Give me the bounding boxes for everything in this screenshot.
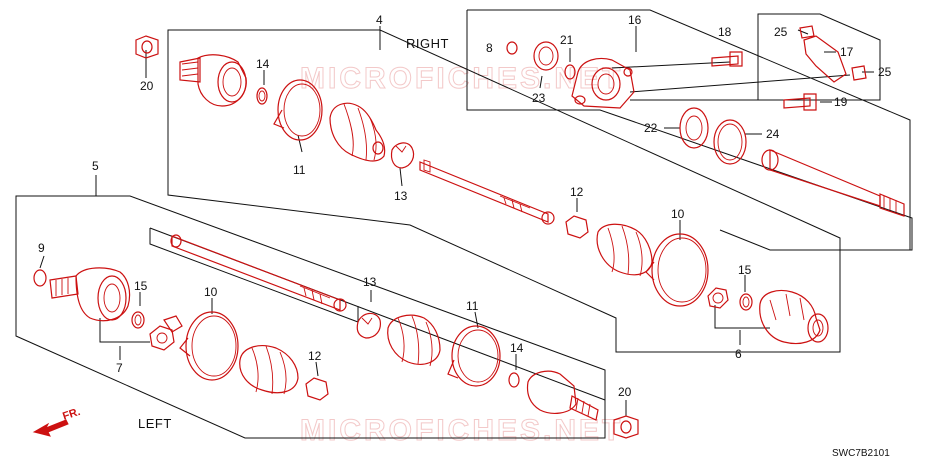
callout-20-lower: 20 <box>618 385 632 399</box>
spider-6-right <box>707 287 729 309</box>
boot-right-inner <box>596 223 653 277</box>
callout-4: 4 <box>376 13 383 27</box>
bolt-19 <box>783 93 817 111</box>
watermark-bottom: MICROFICHES.NET <box>300 414 623 447</box>
callout-12-left: 12 <box>308 349 322 363</box>
half-shaft <box>761 149 905 217</box>
callout-12-right: 12 <box>570 185 584 199</box>
callout-10-right: 10 <box>671 207 685 221</box>
leader-18 <box>611 61 731 69</box>
boot-band-11-right <box>273 79 323 141</box>
boot-right-outer <box>329 102 386 162</box>
callout-13-left: 13 <box>363 275 377 289</box>
callout-25-lower: 25 <box>878 65 892 79</box>
callout-7: 7 <box>116 361 123 375</box>
bearing-22 <box>679 107 709 149</box>
clamp-13-left <box>356 312 381 339</box>
bearing-23 <box>533 41 559 71</box>
leader-12b <box>315 361 319 377</box>
snap-ring-14-right <box>256 87 268 105</box>
frame-half-shaft <box>466 9 913 251</box>
front-direction-label: FR. <box>61 406 82 423</box>
bearing-support-16 <box>571 57 635 109</box>
clamp-13-right <box>390 142 415 169</box>
snap-ring-24 <box>713 119 747 165</box>
clamp-12-left <box>305 377 329 401</box>
callout-9: 9 <box>38 241 45 255</box>
outer-joint-right <box>179 54 247 107</box>
inner-joint-left <box>49 267 131 322</box>
leader-9 <box>39 255 45 269</box>
leader-13a <box>399 167 403 187</box>
callout-20-upper: 20 <box>140 79 154 93</box>
outer-joint-left <box>526 370 599 421</box>
nut-20-lower <box>613 415 639 439</box>
callout-14-left: 14 <box>510 341 524 355</box>
section-label-left: LEFT <box>138 416 172 431</box>
callout-23: 23 <box>532 91 546 105</box>
callout-17: 17 <box>840 45 854 59</box>
leader-11b <box>474 311 479 329</box>
callout-5: 5 <box>92 159 99 173</box>
callout-15-right: 15 <box>738 263 752 277</box>
callout-15-left: 15 <box>134 279 148 293</box>
shaft-right <box>419 159 555 225</box>
callout-8: 8 <box>486 41 493 55</box>
callout-19: 19 <box>834 95 848 109</box>
leader-11a <box>297 134 303 153</box>
frame-left-assembly <box>15 195 606 439</box>
bolt-18 <box>711 51 743 67</box>
callout-16: 16 <box>628 13 642 27</box>
callout-14-right: 14 <box>256 57 270 71</box>
callout-21: 21 <box>560 33 574 47</box>
section-label-right: RIGHT <box>406 36 449 51</box>
frame-bracket <box>757 13 881 101</box>
callout-22: 22 <box>644 121 658 135</box>
spider-7-left <box>149 315 183 351</box>
boot-band-10-left <box>179 311 239 381</box>
callout-24: 24 <box>766 127 780 141</box>
callout-11-left: 11 <box>466 299 479 313</box>
leader-25a <box>797 29 809 35</box>
inner-joint-right <box>759 289 829 345</box>
circlip-21 <box>564 64 576 80</box>
snap-ring-9 <box>33 269 47 287</box>
callout-11-right: 11 <box>293 163 306 177</box>
bracket-17 <box>803 35 847 83</box>
frame-right-assembly <box>167 29 841 353</box>
callout-25-upper: 25 <box>774 25 788 39</box>
frame-left-inner <box>149 228 359 323</box>
ring-15-right <box>739 293 753 311</box>
boot-left-outer <box>387 314 441 367</box>
snap-ring-14-left <box>508 372 520 388</box>
front-direction-arrow-icon: FR. <box>32 406 82 437</box>
boot-band-11-left <box>447 325 501 387</box>
circlip-8 <box>506 41 518 55</box>
leader-7b <box>99 318 150 343</box>
leader-23 <box>539 75 543 89</box>
boot-left-inner <box>239 345 299 395</box>
clamp-12-right <box>565 215 589 239</box>
nut-25-lower <box>851 65 867 81</box>
nut-20-upper <box>135 35 159 59</box>
leader-6b <box>714 305 770 329</box>
shaft-left <box>170 234 347 312</box>
boot-band-10-right <box>645 233 709 307</box>
callout-10-left: 10 <box>204 285 218 299</box>
callout-18: 18 <box>718 25 732 39</box>
ring-15-left <box>131 311 145 329</box>
leader-25b <box>629 74 851 93</box>
bolt-25-upper <box>799 25 815 39</box>
diagram-code: SWC7B2101 <box>832 448 890 459</box>
callout-13-right: 13 <box>394 189 408 203</box>
callout-6: 6 <box>735 347 742 361</box>
